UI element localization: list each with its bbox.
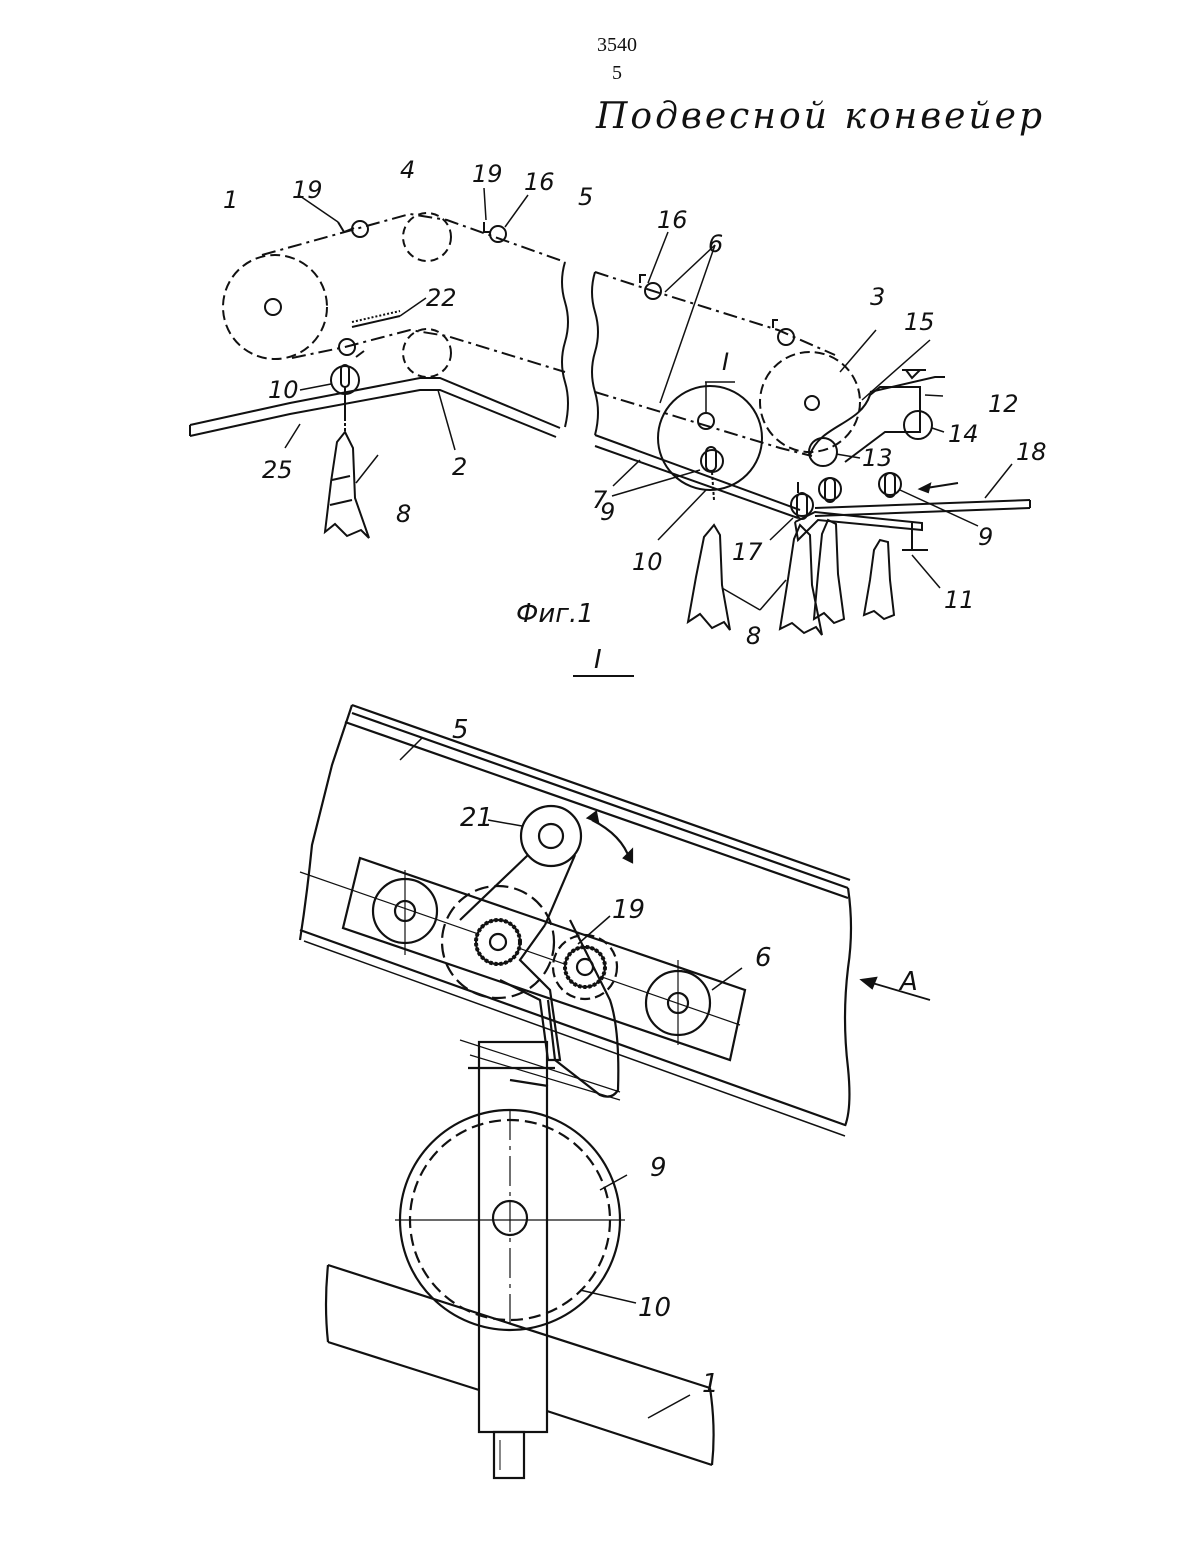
fig1-caption: Фиг.1 bbox=[516, 599, 594, 629]
detail-label-6: 6 bbox=[755, 943, 772, 973]
sprocket-4 bbox=[403, 213, 451, 261]
fig1-label-17: 17 bbox=[732, 538, 763, 566]
rail-25 bbox=[190, 378, 560, 428]
detail-label-1: 1 bbox=[702, 1369, 719, 1399]
fig1-label-5: 5 bbox=[578, 183, 593, 211]
fig1-label-4: 4 bbox=[400, 156, 415, 184]
garment-8-left bbox=[325, 432, 369, 538]
fig1-label-19a: 19 bbox=[292, 176, 323, 204]
figure-1-conveyor-diagram: 1 19 4 19 16 5 22 10 25 2 8 16 6 3 15 I … bbox=[0, 0, 1203, 700]
upper-chain-right bbox=[595, 272, 835, 355]
detail-label-5: 5 bbox=[452, 715, 469, 745]
fig1-label-13: 13 bbox=[862, 444, 893, 472]
detail-I-carriage-diagram: 5 21 19 6 A 9 10 1 bbox=[0, 700, 1203, 1556]
drive-sprocket-1 bbox=[223, 255, 327, 359]
fig1-label-I: I bbox=[722, 348, 729, 376]
stripper-11 bbox=[795, 512, 922, 540]
fig1-label-3: 3 bbox=[870, 283, 885, 311]
fig1-label-9b: 9 bbox=[978, 523, 993, 551]
beam-5 bbox=[345, 705, 850, 898]
lower-chain-left bbox=[292, 330, 565, 372]
detail-label-10: 10 bbox=[638, 1293, 671, 1323]
hanger-bar bbox=[479, 1042, 547, 1432]
detail-label-21: 21 bbox=[460, 803, 493, 833]
fig1-label-25: 25 bbox=[262, 456, 293, 484]
fig1-label-2: 2 bbox=[452, 453, 467, 481]
detail-label-9: 9 bbox=[650, 1153, 667, 1183]
fig1-label-15: 15 bbox=[904, 308, 935, 336]
fig1-label-6: 6 bbox=[708, 230, 723, 258]
detail-title: I bbox=[594, 645, 602, 675]
detail-label-19: 19 bbox=[612, 895, 645, 925]
hanger-shaft bbox=[494, 1432, 524, 1478]
fig1-label-16b: 16 bbox=[657, 206, 688, 234]
fig1-label-10b: 10 bbox=[632, 548, 663, 576]
fig1-label-11: 11 bbox=[944, 586, 975, 614]
fig1-label-18: 18 bbox=[1016, 438, 1047, 466]
fig1-label-9a: 9 bbox=[600, 498, 615, 526]
garment-8-right-3 bbox=[814, 520, 844, 623]
roller-14 bbox=[904, 411, 932, 439]
fig1-label-8a: 8 bbox=[396, 500, 411, 528]
break-line-left bbox=[562, 262, 568, 427]
fig1-label-16a: 16 bbox=[524, 168, 555, 196]
detail-label-A: A bbox=[898, 967, 918, 997]
upper-chain-left bbox=[262, 214, 565, 262]
fig1-label-14: 14 bbox=[948, 420, 979, 448]
fig1-label-10a: 10 bbox=[268, 376, 299, 404]
pivot-21 bbox=[521, 806, 581, 866]
fig1-label-22: 22 bbox=[426, 284, 457, 312]
garment-8-right-4 bbox=[864, 540, 894, 619]
break-line-right bbox=[592, 272, 598, 435]
fig1-label-8b: 8 bbox=[746, 622, 761, 650]
fig1-label-12: 12 bbox=[988, 390, 1019, 418]
garment-8-right-1 bbox=[688, 525, 730, 630]
fig1-label-1: 1 bbox=[223, 186, 238, 214]
fig1-label-19b: 19 bbox=[472, 160, 503, 188]
